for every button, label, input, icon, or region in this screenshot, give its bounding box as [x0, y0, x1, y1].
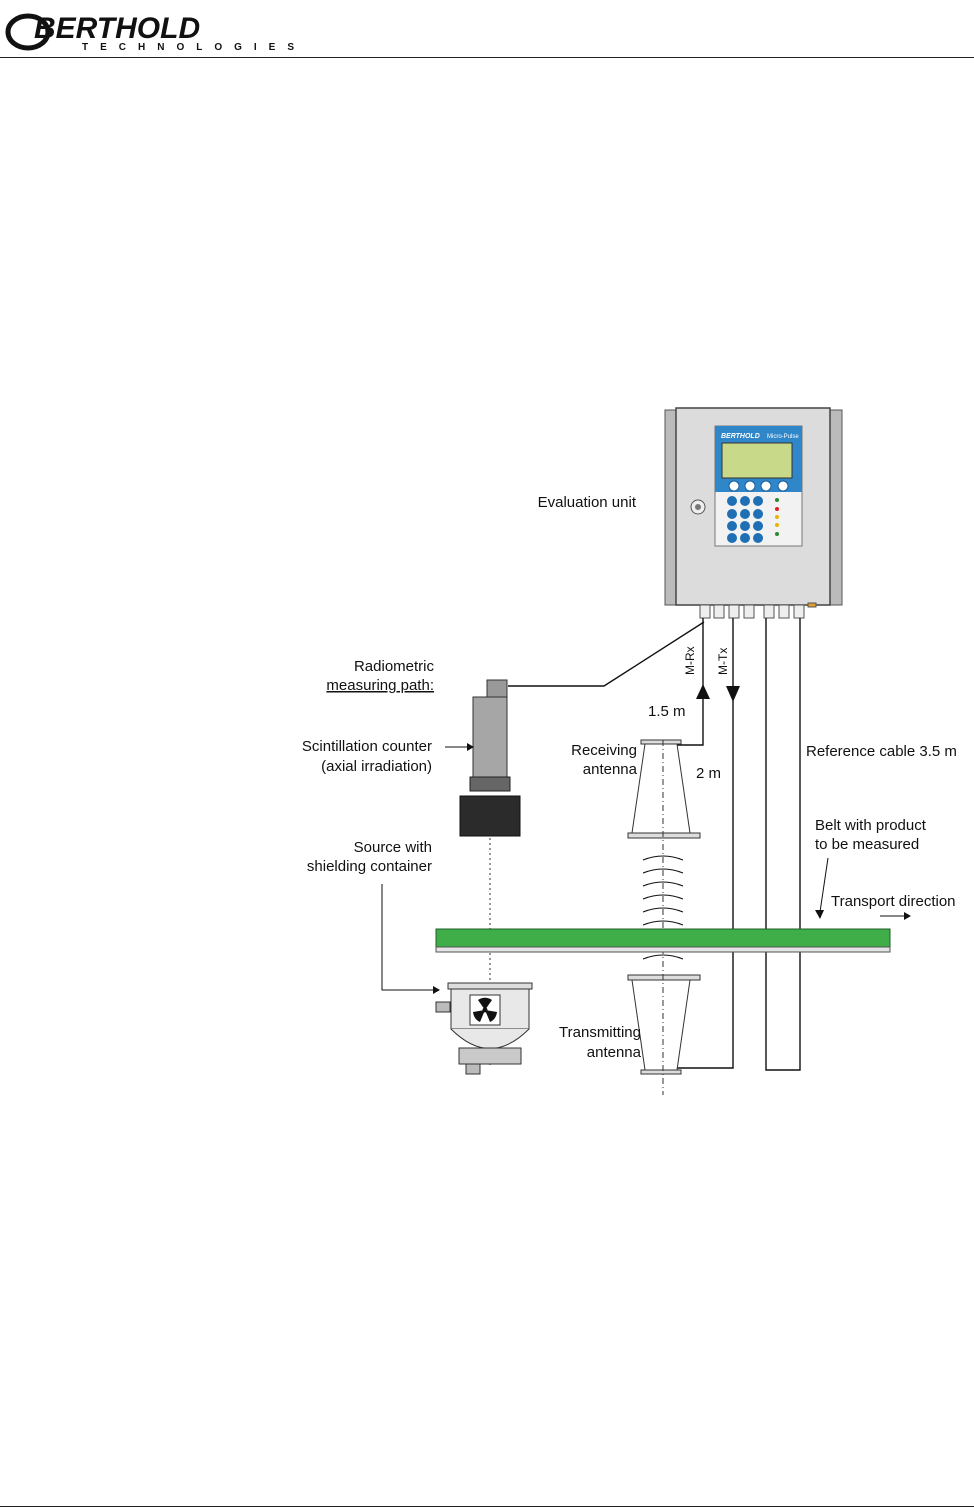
conveyor-belt [436, 929, 890, 952]
radiometric-cable [508, 622, 704, 686]
label-m-tx: M-Tx [716, 648, 730, 675]
label-belt-2: to be measured [815, 836, 919, 853]
label-scintillation-1: Scintillation counter [302, 738, 432, 755]
label-receiving-1: Receiving [571, 742, 637, 759]
label-source-2: shielding container [307, 858, 432, 875]
label-length-1-5m: 1.5 m [648, 703, 686, 720]
label-transport-direction: Transport direction [831, 893, 956, 910]
scintillation-counter [460, 680, 520, 836]
lcd-screen [722, 443, 792, 478]
device-brand: BERTHOLD [721, 433, 760, 440]
device-model: Micro-Pulse [767, 434, 799, 440]
label-m-rx: M-Rx [683, 646, 697, 675]
label-length-2m: 2 m [696, 765, 721, 782]
m-rx-arrow [696, 684, 710, 699]
label-belt-1: Belt with product [815, 817, 927, 834]
label-reference-cable: Reference cable 3.5 m [806, 743, 957, 760]
label-transmitting-1: Transmitting [559, 1024, 641, 1041]
m-tx-arrow [726, 686, 740, 702]
label-receiving-2: antenna [583, 761, 638, 778]
key-lock-icon [691, 500, 705, 514]
label-source-1: Source with [354, 839, 432, 856]
receiving-antenna [628, 740, 700, 838]
label-transmitting-2: antenna [587, 1044, 642, 1061]
source-container [436, 983, 532, 1074]
label-radiometric-1: Radiometric [354, 658, 435, 675]
label-radiometric-2: measuring path: [326, 677, 434, 694]
label-evaluation-unit: Evaluation unit [538, 494, 637, 511]
footer-rule [0, 1506, 974, 1507]
evaluation-unit: BERTHOLD Micro-Pulse [665, 408, 842, 618]
reference-cable [766, 618, 800, 1070]
label-scintillation-2: (axial irradiation) [321, 758, 432, 775]
